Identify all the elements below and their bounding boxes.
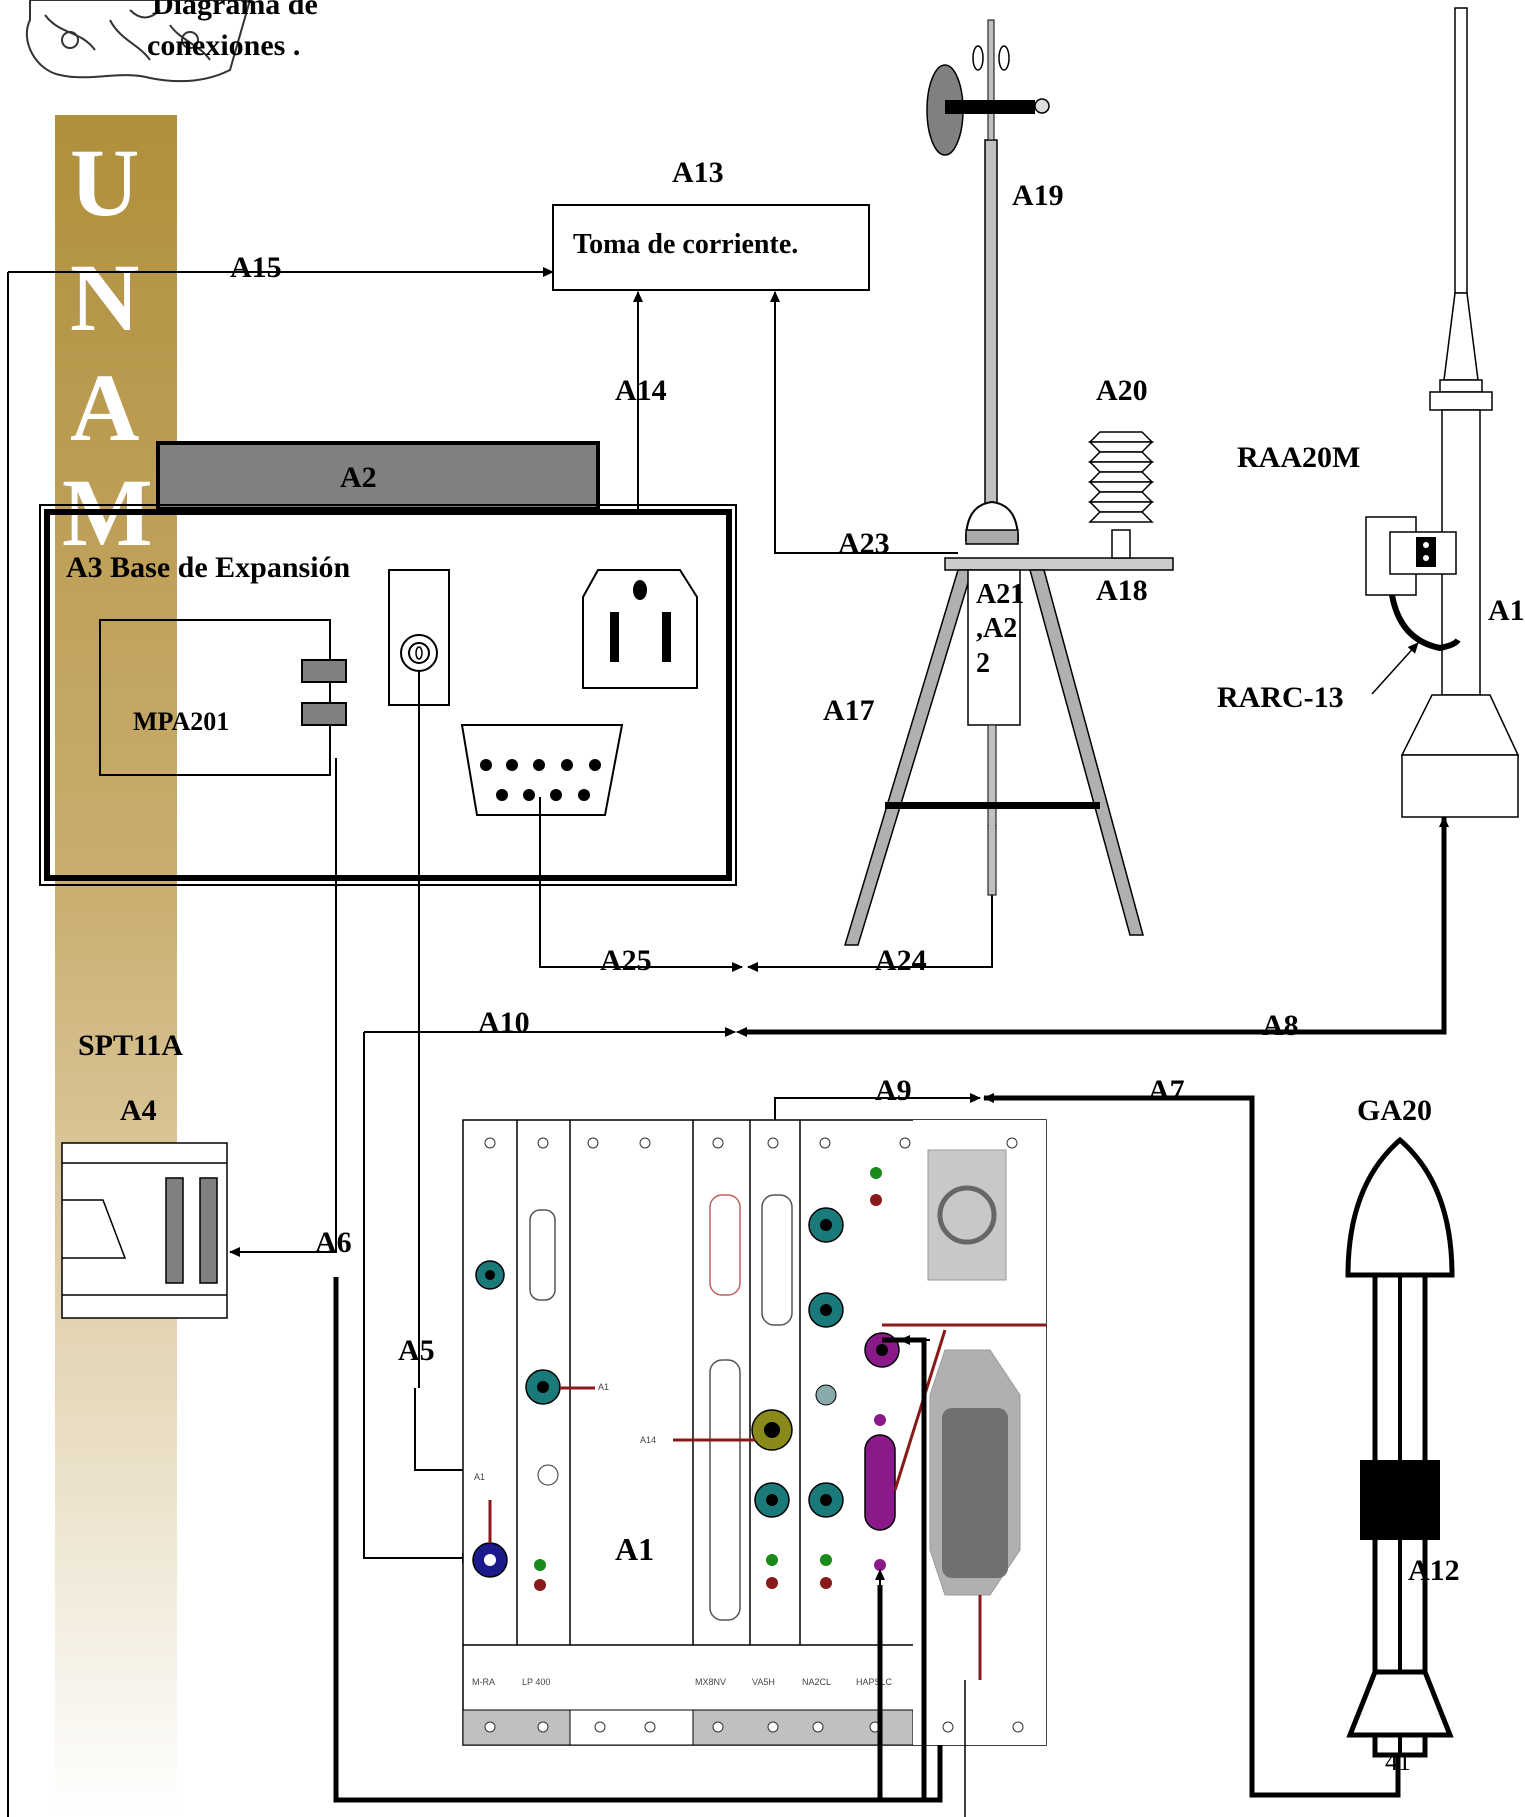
- label-a21-line3: 2: [976, 648, 990, 679]
- label-a16-partial: A1: [1488, 594, 1525, 627]
- label-a20: A20: [1096, 374, 1148, 407]
- page-number: 41: [1385, 1747, 1411, 1776]
- label-a21-line1: A21: [976, 579, 1024, 610]
- label-a15: A15: [230, 251, 282, 284]
- unam-letter-u: U: [70, 129, 139, 236]
- unam-letter-a: A: [70, 354, 139, 461]
- label-a25: A25: [600, 944, 652, 977]
- panel-tag-right: A1: [598, 1382, 609, 1392]
- label-a4: A4: [120, 1094, 157, 1127]
- label-ga20: GA20: [1357, 1094, 1432, 1127]
- unam-letter-n: N: [70, 244, 139, 351]
- label-a9: A9: [875, 1074, 912, 1107]
- ga20-antenna: [1348, 1140, 1452, 1755]
- label-rarc13: RARC-13: [1217, 681, 1344, 714]
- panel-label-5: NA2CL: [802, 1677, 831, 1687]
- a2-device: [158, 443, 598, 509]
- wire-a6: [230, 758, 336, 1252]
- mpa201-connector-1: [302, 660, 346, 682]
- label-a8: A8: [1262, 1009, 1299, 1042]
- antenna-raa20m: [1366, 8, 1518, 817]
- label-a14: A14: [615, 374, 667, 407]
- label-spt11a: SPT11A: [78, 1029, 183, 1062]
- panel-tag-left1: A1: [474, 1472, 485, 1482]
- label-a7: A7: [1148, 1074, 1185, 1107]
- radiation-shield-a20: [1090, 432, 1152, 558]
- label-a12: A12: [1408, 1554, 1460, 1587]
- a1-instrument-panel: A1 A14 A1 M-RA LP 400 MX8NV VA5H NA2CL H…: [463, 1120, 1046, 1745]
- label-raa20m: RAA20M: [1237, 441, 1360, 474]
- diagram-title-line2: conexiones .: [147, 29, 300, 62]
- label-mpa201: MPA201: [133, 707, 229, 736]
- panel-label-6: HAPSLC: [856, 1677, 893, 1687]
- panel-label-1: M-RA: [472, 1677, 495, 1687]
- spt11a-device: [62, 1143, 227, 1318]
- label-a21-line2: ,A2: [976, 613, 1017, 644]
- label-a18: A18: [1096, 574, 1148, 607]
- toma-label: Toma de corriente.: [573, 229, 798, 260]
- wire-a25: [540, 797, 742, 967]
- label-a1: A1: [615, 1531, 654, 1567]
- label-a10: A10: [478, 1006, 530, 1039]
- panel-tag-left2: A14: [640, 1435, 656, 1445]
- panel-label-4: VA5H: [752, 1677, 775, 1687]
- label-a19: A19: [1012, 179, 1064, 212]
- label-a3: A3 Base de Expansión: [66, 551, 351, 584]
- panel-label-3: MX8NV: [695, 1677, 726, 1687]
- wire-a8: [745, 817, 1444, 1032]
- label-a5: A5: [398, 1334, 435, 1367]
- label-a13: A13: [672, 156, 724, 189]
- diagram-title-line1: Diagrama de: [152, 0, 318, 21]
- label-a2: A2: [340, 461, 377, 494]
- label-a6: A6: [315, 1226, 352, 1259]
- mpa201-connector-2: [302, 703, 346, 725]
- wire-a23: [775, 292, 958, 553]
- label-a17: A17: [823, 694, 875, 727]
- panel-label-2: LP 400: [522, 1677, 550, 1687]
- label-a24: A24: [875, 944, 927, 977]
- label-a23: A23: [838, 527, 890, 560]
